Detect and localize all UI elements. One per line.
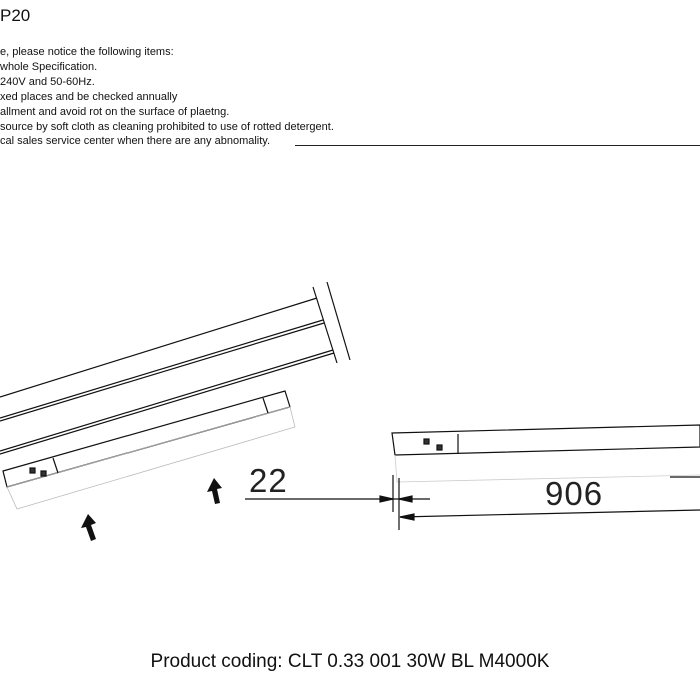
- divider: [295, 145, 700, 146]
- product-coding: Product coding: CLT 0.33 001 30W BL M400…: [150, 651, 550, 672]
- note-line: whole Specification.: [0, 61, 98, 73]
- dimension-label-gap: 22: [249, 462, 288, 499]
- light-fixture-straight: [391, 424, 700, 483]
- note-line: allment and avoid rot on the surface of …: [0, 106, 230, 118]
- note-line: 240V and 50-60Hz.: [0, 76, 95, 88]
- note-line: e, please notice the following items:: [0, 46, 174, 58]
- note-line: source by soft cloth as cleaning prohibi…: [0, 121, 334, 133]
- note-line: cal sales service center when there are …: [0, 135, 271, 147]
- document-title: P20: [0, 6, 31, 25]
- dimension-label-length: 906: [545, 475, 604, 512]
- note-line: xed places and be checked annually: [0, 91, 178, 103]
- dimension-lines: [245, 475, 700, 530]
- track-rail: [0, 281, 351, 455]
- light-fixture-angled: [2, 390, 296, 510]
- arrow-up-icon: [81, 478, 222, 541]
